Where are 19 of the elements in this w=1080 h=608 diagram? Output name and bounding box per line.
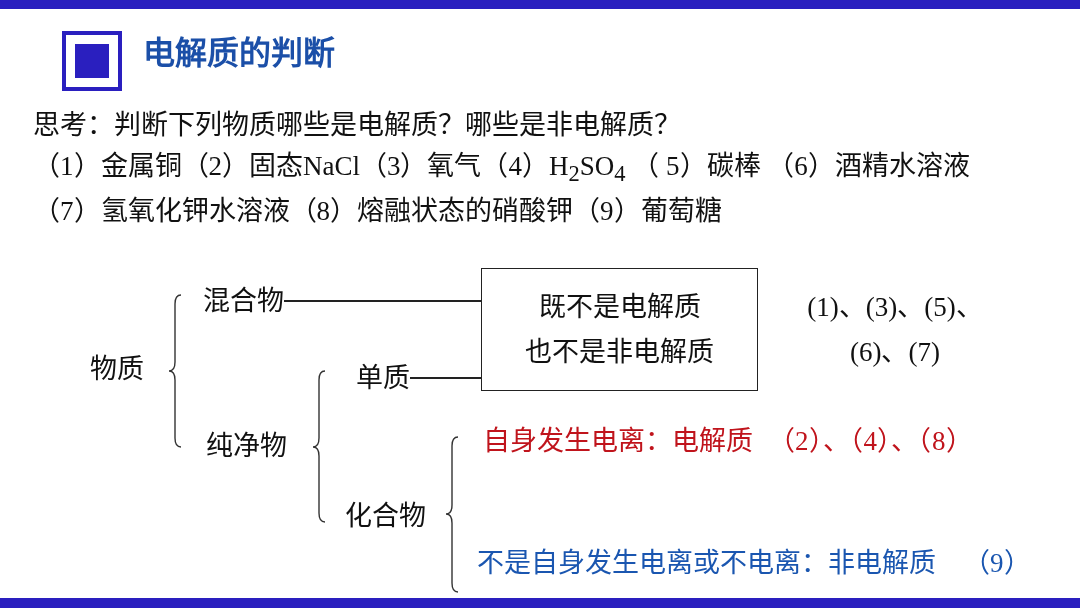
item-list: （7）氢氧化钾水溶液（8）熔融状态的硝酸钾（9）葡萄糖: [33, 194, 722, 228]
term-label: 单质: [356, 361, 410, 395]
connector-line: [283, 300, 482, 302]
category-box: [481, 268, 758, 391]
slide-title: 电解质的判断: [143, 33, 335, 73]
criterion-text: 不是自身发生电离或不电离：非电解质: [477, 546, 936, 580]
question-text: 思考：判断下列物质哪些是电解质？哪些是非电解质？: [33, 108, 681, 142]
item-numbers: (1)、(3)、(5)、(6)、(7): [806, 291, 984, 369]
box-text: 也不是非电解质: [525, 335, 714, 369]
criterion-text: 自身发生电离：电解质: [483, 424, 753, 458]
connector-line: [409, 377, 482, 379]
item-numbers: （9）: [963, 546, 1031, 580]
item-list: （1）金属铜（2）固态NaCl（3）氧气（4）H$_{2}$SO$_{4}$ （ 5）碳棒 （6）酒精水溶液: [33, 149, 970, 188]
box-text: 既不是电解质: [538, 290, 701, 324]
item-numbers: （2）、（4）、（8）: [768, 424, 973, 458]
term-label: 物质: [90, 352, 144, 386]
term-label: 纯净物: [206, 429, 287, 463]
term-label: 混合物: [203, 284, 284, 318]
term-label: 化合物: [345, 499, 426, 533]
